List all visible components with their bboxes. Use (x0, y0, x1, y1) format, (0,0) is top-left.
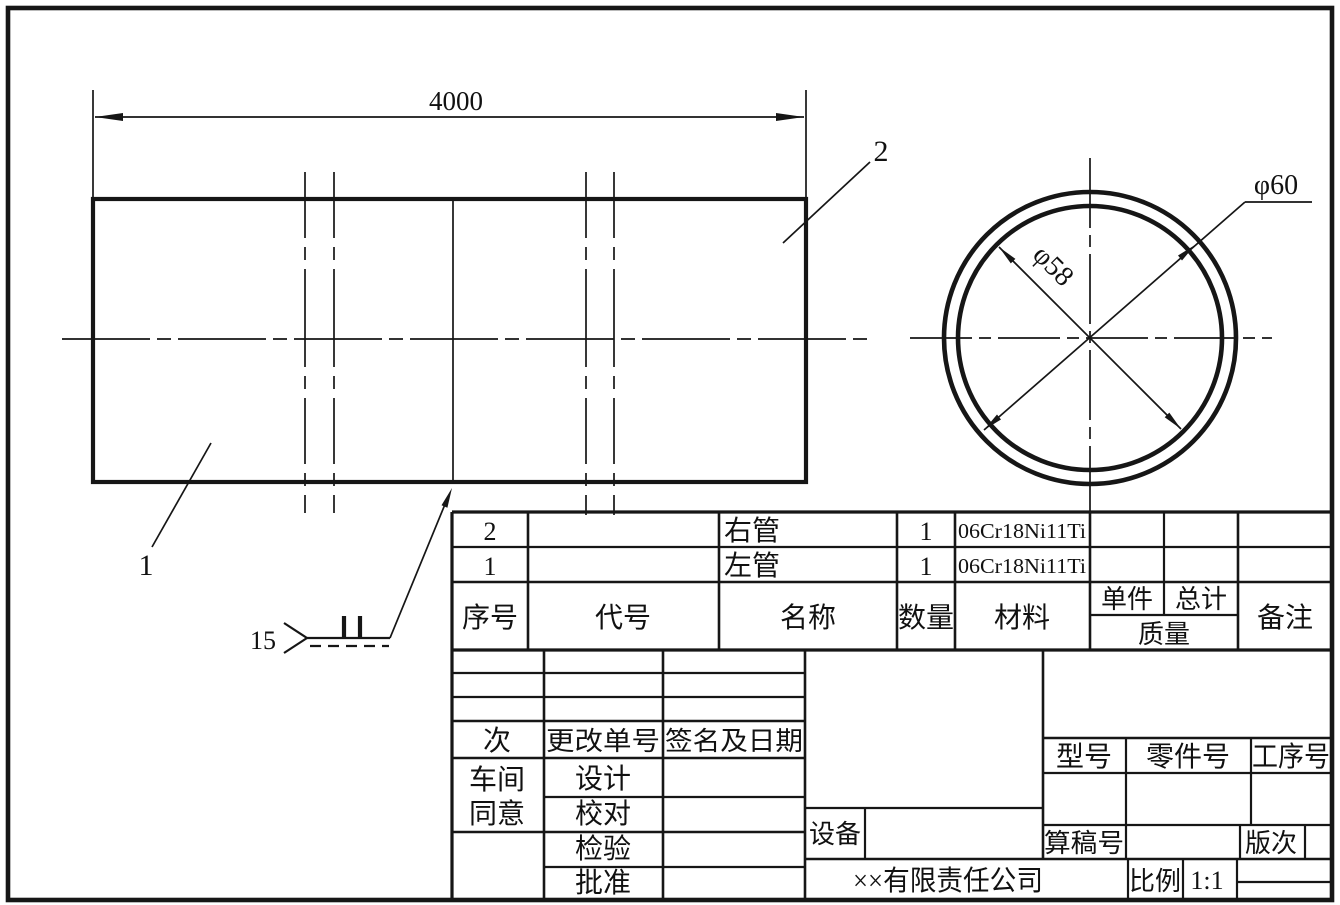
label-calc-sheet-no: 算稿号 (1044, 829, 1124, 858)
label-part-no: 零件号 (1146, 741, 1230, 773)
header-material: 材料 (994, 602, 1050, 634)
label-times: 次 (483, 725, 511, 757)
dia58-dimension-line (998, 246, 1182, 430)
part-labels: 1 2 (139, 135, 889, 582)
parts-row: 1 左管 1 06Cr18Ni11Ti (484, 550, 1087, 582)
weld-number-text: 15 (250, 626, 276, 655)
arrow-right-icon (776, 113, 804, 121)
header-name: 名称 (780, 602, 836, 634)
outer-dia-text: φ60 (1254, 170, 1298, 201)
parts-header-row: 序号 代号 名称 数量 材料 单件 总计 质量 备注 (462, 585, 1313, 649)
parts-list: 2 右管 1 06Cr18Ni11Ti 1 左管 1 06Cr18Ni11Ti … (450, 510, 1332, 652)
material-cell: 06Cr18Ni11Ti (958, 519, 1086, 543)
company-name: ××有限责任公司 (853, 865, 1043, 897)
label-equipment: 设备 (809, 820, 861, 849)
dia60-dimension-line (983, 201, 1246, 431)
label-design: 设计 (575, 763, 631, 795)
leader-line-part1 (151, 442, 212, 548)
label-inspect: 检验 (575, 833, 631, 865)
front-view: 4000 1 2 15 (62, 86, 889, 655)
label-approve: 批准 (575, 867, 631, 899)
arrow-icon (984, 414, 1001, 430)
weld-leader-line (389, 496, 449, 639)
arrow-left-icon (95, 113, 123, 121)
label-edition: 版次 (1245, 829, 1297, 858)
pipe-outline (90, 196, 809, 485)
inner-dia-text: φ58 (1026, 239, 1079, 292)
qty-cell: 1 (920, 552, 933, 581)
section-view: φ60 φ58 (910, 158, 1312, 524)
length-dim-text: 4000 (429, 86, 483, 116)
label-scale: 比例 (1129, 867, 1181, 896)
label-sign-date: 签名及日期 (665, 727, 803, 756)
seq-cell: 2 (484, 517, 497, 546)
header-code: 代号 (595, 602, 651, 634)
label-workshop-line1: 车间 (469, 764, 525, 796)
arrow-icon (1178, 245, 1195, 261)
arrow-icon (1164, 412, 1181, 429)
label-proofread: 校对 (575, 798, 631, 830)
title-block: 次 更改单号 签名及日期 车间 同意 设计 校对 检验 批准 设备 型号 零件号… (450, 650, 1332, 900)
header-seq: 序号 (462, 602, 518, 634)
length-dimension: 4000 (92, 86, 807, 197)
qty-cell: 1 (920, 517, 933, 546)
weld-tail-fork-icon (283, 622, 308, 639)
header-unit: 单件 (1101, 585, 1153, 614)
arrow-icon (999, 247, 1016, 264)
name-cell: 左管 (724, 550, 780, 582)
header-qty: 数量 (898, 602, 954, 634)
outer-dia-dimension: φ60 (983, 170, 1312, 431)
leader-line-part2 (782, 161, 871, 244)
weld-symbol: 15 (250, 488, 452, 655)
weld-arrow-icon (441, 488, 452, 508)
header-total: 总计 (1175, 585, 1227, 614)
part2-label: 2 (874, 135, 889, 168)
part1-label: 1 (139, 549, 154, 582)
label-model: 型号 (1056, 741, 1112, 773)
seq-cell: 1 (484, 552, 497, 581)
parts-row: 2 右管 1 06Cr18Ni11Ti (484, 515, 1087, 547)
header-remarks: 备注 (1257, 602, 1313, 634)
sheet-frame (5, 5, 1335, 903)
header-mass: 质量 (1138, 620, 1190, 649)
name-cell: 右管 (724, 515, 780, 547)
weld-tail-fork-icon (283, 637, 308, 654)
label-workshop-line2: 同意 (469, 798, 525, 830)
material-cell: 06Cr18Ni11Ti (958, 554, 1086, 578)
label-process-no: 工序号 (1252, 741, 1330, 773)
scale-value: 1:1 (1190, 866, 1223, 895)
label-change-order: 更改单号 (546, 727, 660, 756)
